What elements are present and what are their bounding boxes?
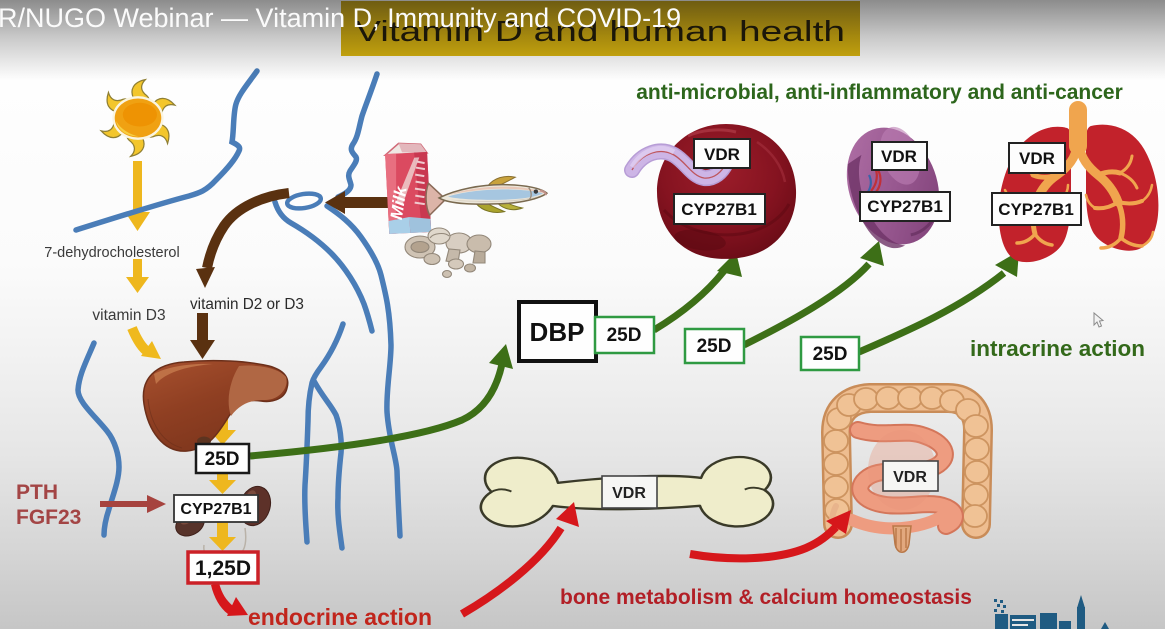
svg-text:VDR: VDR <box>881 147 917 166</box>
svg-text:bone metabolism & calcium home: bone metabolism & calcium homeostasis <box>560 586 972 609</box>
svg-text:endocrine action: endocrine action <box>248 604 432 629</box>
svg-text:PTH: PTH <box>16 481 58 504</box>
svg-text:25D: 25D <box>813 344 848 365</box>
svg-text:25D: 25D <box>607 325 642 346</box>
svg-text:7-dehydrocholesterol: 7-dehydrocholesterol <box>44 245 179 261</box>
svg-text:CYP27B1: CYP27B1 <box>998 200 1074 219</box>
svg-text:VDR: VDR <box>612 485 646 502</box>
svg-text:VDR: VDR <box>893 469 927 486</box>
svg-text:vitamin D2 or D3: vitamin D2 or D3 <box>190 296 304 313</box>
svg-text:anti-microbial, anti-inflammat: anti-microbial, anti-inflammatory and an… <box>636 81 1123 104</box>
svg-text:intracrine action: intracrine action <box>970 336 1145 361</box>
svg-text:VDR: VDR <box>704 145 740 164</box>
svg-text:FGF23: FGF23 <box>16 506 81 529</box>
svg-text:VDR: VDR <box>1019 149 1055 168</box>
svg-text:1,25D: 1,25D <box>195 557 251 580</box>
svg-text:CYP27B1: CYP27B1 <box>681 200 757 219</box>
svg-text:25D: 25D <box>205 449 240 470</box>
svg-text:R/NUGO Webinar — Vitamin D, Im: R/NUGO Webinar — Vitamin D, Immunity and… <box>0 3 681 33</box>
svg-text:DBP: DBP <box>530 317 585 347</box>
svg-text:vitamin D3: vitamin D3 <box>92 307 165 324</box>
svg-text:CYP27B1: CYP27B1 <box>180 501 251 518</box>
svg-text:CYP27B1: CYP27B1 <box>867 197 943 216</box>
svg-text:25D: 25D <box>697 336 732 357</box>
